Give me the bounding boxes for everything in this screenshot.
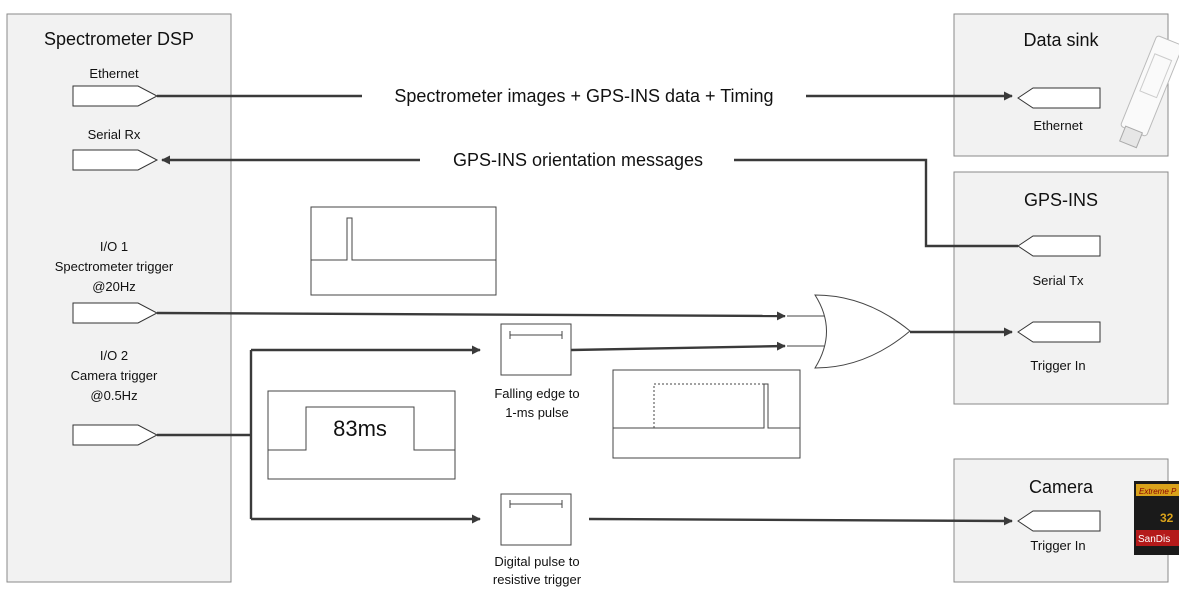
gps-trigger-in-port[interactable] [1017,321,1101,343]
digital-pulse-converter: Digital pulse to resistive trigger [493,493,582,587]
digital-pulse-caption-line2: resistive trigger [493,572,582,587]
converted-pulse-plot [612,369,801,459]
gps-ins-block: GPS-INS Serial Tx Trigger In [953,171,1169,405]
or-gate [787,294,911,369]
falling-edge-caption-line1: Falling edge to [494,386,579,401]
gps-ins-title: GPS-INS [1024,190,1098,210]
spectrometer-trigger-plot [310,206,497,296]
digital-pulse-caption-line1: Digital pulse to [494,554,579,569]
camera-pulse-plot: 83ms [267,390,456,480]
io2-port[interactable] [72,424,159,446]
usb-drive-icon [1119,35,1179,149]
trigger-wiring [156,311,1013,526]
io1-label: I/O 1 [100,239,128,254]
camera-pulse-width-label: 83ms [333,416,387,441]
serial-rx-port-label: Serial Rx [88,127,141,142]
camera-trigger-in-port[interactable] [1017,510,1101,532]
spectrometer-dsp-block: Spectrometer DSP Ethernet Serial Rx I/O … [6,13,232,583]
io1-rate: @20Hz [92,279,136,294]
sd-card-brand-line: Extreme P [1139,487,1177,496]
gps-trigger-in-label: Trigger In [1030,358,1085,373]
sd-card-icon: Extreme P 32 SanDis [1134,481,1179,555]
falling-edge-caption-line2: 1-ms pulse [505,405,569,420]
io2-description: Camera trigger [71,368,158,383]
sd-card-maker: SanDis [1138,534,1170,545]
data-sink-ethernet-label: Ethernet [1033,118,1083,133]
serial-tx-port[interactable] [1017,235,1101,257]
io1-port[interactable] [72,302,159,324]
data-sink-ethernet-port[interactable] [1017,87,1101,109]
serial-link: GPS-INS orientation messages [161,150,1018,248]
io1-description: Spectrometer trigger [55,259,174,274]
sd-card-capacity: 32 [1160,511,1174,525]
serial-tx-label: Serial Tx [1032,273,1084,288]
ethernet-port[interactable] [72,85,159,107]
io2-rate: @0.5Hz [90,388,137,403]
camera-title: Camera [1029,477,1094,497]
serial-link-label: GPS-INS orientation messages [453,150,703,170]
camera-trigger-in-label: Trigger In [1030,538,1085,553]
ethernet-link-label: Spectrometer images + GPS-INS data + Tim… [394,86,773,106]
data-sink-block: Data sink Ethernet [953,13,1169,157]
data-sink-title: Data sink [1023,30,1099,50]
ethernet-link: Spectrometer images + GPS-INS data + Tim… [157,86,1013,106]
io2-label: I/O 2 [100,348,128,363]
ethernet-port-label: Ethernet [89,66,139,81]
falling-edge-converter: Falling edge to 1-ms pulse [494,323,580,420]
serial-rx-port[interactable] [72,149,159,171]
spectrometer-dsp-title: Spectrometer DSP [44,29,194,49]
